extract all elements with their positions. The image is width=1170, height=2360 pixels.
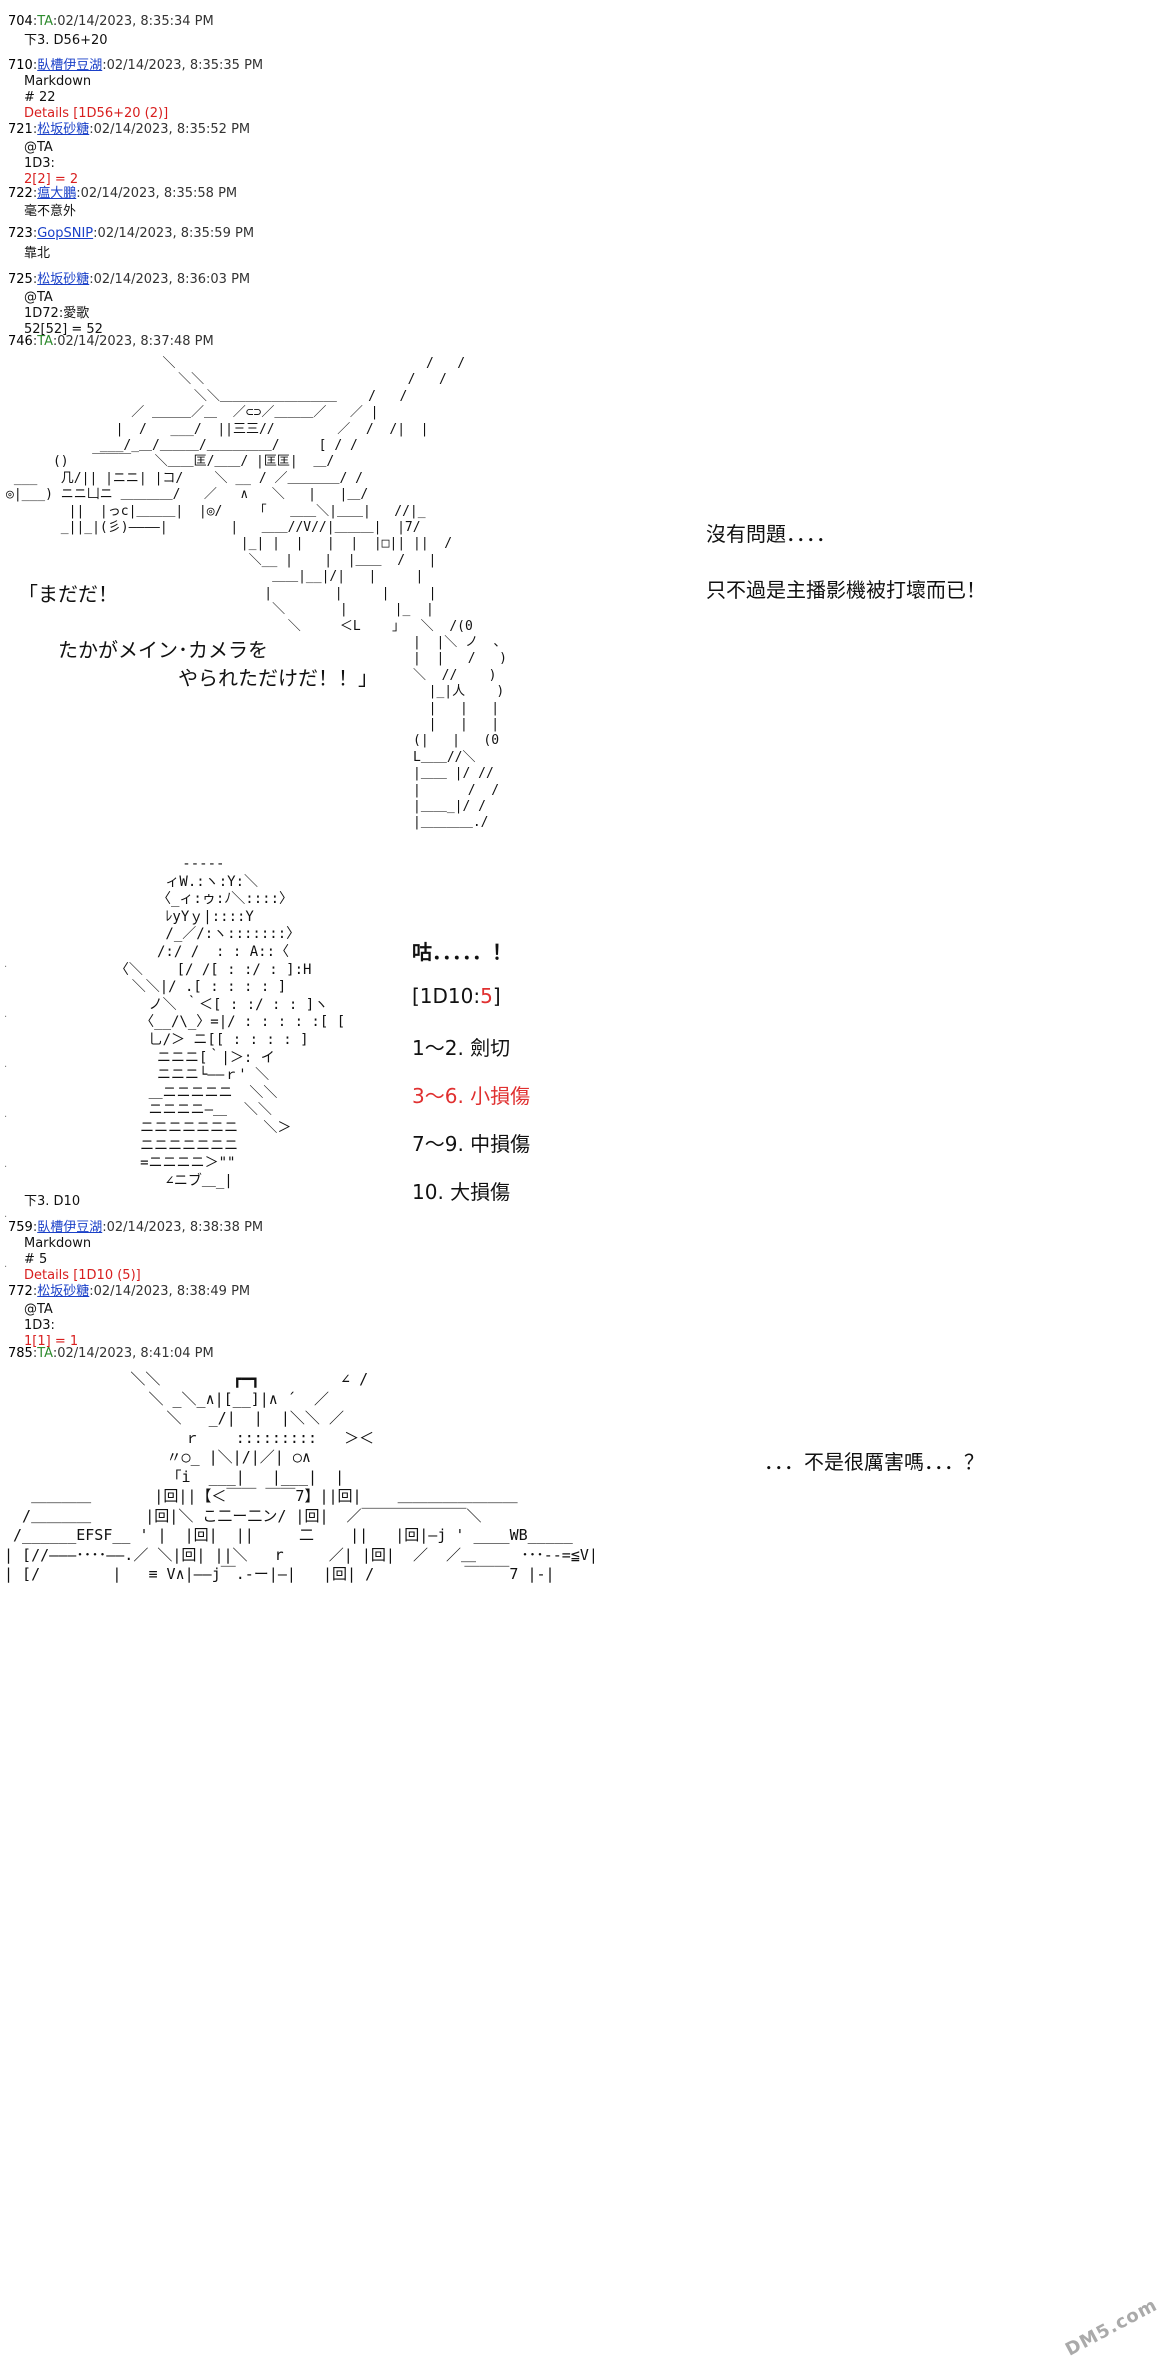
post-header-785: 785:TA:02/14/2023, 8:41:04 PM bbox=[8, 1346, 214, 1361]
dice-result: 2[2] = 2 bbox=[24, 172, 79, 187]
post-time: 02/14/2023, 8:35:58 PM bbox=[80, 186, 238, 201]
details-link[interactable]: Details [1D56+20 (2)] bbox=[24, 106, 169, 121]
post-body: Markdown # 22 Details [1D56+20 (2)] bbox=[24, 74, 168, 122]
poster-name[interactable]: TA bbox=[37, 334, 53, 349]
poster-name[interactable]: TA bbox=[37, 14, 53, 29]
margin-dots: ....... bbox=[4, 959, 8, 1270]
post-time: 02/14/2023, 8:38:49 PM bbox=[93, 1284, 251, 1299]
post-body: 毫不意外 bbox=[24, 204, 76, 220]
post-header-759: 759:臥槽伊豆湖:02/14/2023, 8:38:38 PM bbox=[8, 1220, 264, 1235]
post-header-721: 721:松坂砂糖:02/14/2023, 8:35:52 PM bbox=[8, 122, 251, 137]
post-body: 下3. D56+20 bbox=[24, 33, 108, 49]
dice-close: ] bbox=[492, 984, 501, 1008]
post-number: 785 bbox=[8, 1346, 33, 1361]
post-time: 02/14/2023, 8:41:04 PM bbox=[57, 1346, 214, 1361]
post-body: 靠北 bbox=[24, 246, 50, 262]
poster-name[interactable]: 瘟大鵬 bbox=[37, 186, 77, 201]
poster-name[interactable]: 松坂砂糖 bbox=[37, 122, 90, 137]
post-body: @TA 1D72:愛歌 52[52] = 52 bbox=[24, 290, 103, 338]
post-time: 02/14/2023, 8:35:35 PM bbox=[106, 58, 264, 73]
post-text: 靠北 bbox=[24, 246, 51, 261]
post-time: 02/14/2023, 8:37:48 PM bbox=[57, 334, 214, 349]
post-header-722: 722:瘟大鵬:02/14/2023, 8:35:58 PM bbox=[8, 186, 238, 201]
post-text: @TA 1D3: bbox=[24, 1302, 55, 1333]
post-time: 02/14/2023, 8:35:59 PM bbox=[97, 226, 255, 241]
damage-row: 1～2. 劍切 bbox=[412, 1036, 511, 1060]
post-time: 02/14/2023, 8:35:34 PM bbox=[57, 14, 214, 29]
post-text: 下3. D56+20 bbox=[24, 33, 108, 48]
post-text: Markdown # 5 bbox=[24, 1236, 92, 1267]
poster-name[interactable]: 臥槽伊豆湖 bbox=[37, 58, 103, 73]
post-time: 02/14/2023, 8:38:38 PM bbox=[106, 1220, 264, 1235]
post-number: 710 bbox=[8, 58, 33, 73]
damage-row: 10. 大損傷 bbox=[412, 1180, 511, 1204]
post-time: 02/14/2023, 8:35:52 PM bbox=[93, 122, 251, 137]
post-number: 772 bbox=[8, 1284, 33, 1299]
dice-value: 5 bbox=[480, 984, 493, 1008]
post-number: 722 bbox=[8, 186, 33, 201]
damage-row-hit: 3～6. 小損傷 bbox=[412, 1084, 531, 1108]
post-number: 723 bbox=[8, 226, 33, 241]
post-header-723: 723:GopSNIP:02/14/2023, 8:35:59 PM bbox=[8, 226, 255, 241]
post-number: 759 bbox=[8, 1220, 33, 1235]
post-number: 704 bbox=[8, 14, 33, 29]
post-text: @TA 1D72:愛歌 52[52] = 52 bbox=[24, 290, 103, 337]
mech-ascii-art: ＼＼ ┏━┓ ∠ / ＼ _＼_∧|[__]|∧ ´ ／ ＼ _/| | |＼＼… bbox=[4, 1370, 598, 1583]
speech-left: 「まだだ！ たかがメイン･カメラを やられただけだ！！」 bbox=[18, 582, 378, 690]
post-number: 721 bbox=[8, 122, 33, 137]
post-body: @TA 1D3: 2[2] = 2 bbox=[24, 140, 78, 188]
post-body: @TA 1D3: 1[1] = 1 bbox=[24, 1302, 78, 1350]
damage-row: 7～9. 中損傷 bbox=[412, 1132, 531, 1156]
dice-result: 1[1] = 1 bbox=[24, 1334, 79, 1349]
poster-name[interactable]: TA bbox=[37, 1346, 53, 1361]
post-body: 下3. D10 bbox=[24, 1194, 80, 1210]
poster-name[interactable]: 臥槽伊豆湖 bbox=[37, 1220, 103, 1235]
post-header-704: 704:TA:02/14/2023, 8:35:34 PM bbox=[8, 14, 214, 29]
dice-roll: [1D10:5] bbox=[412, 984, 530, 1032]
post-body: Markdown # 5 Details [1D10 (5)] bbox=[24, 1236, 141, 1284]
details-link[interactable]: Details [1D10 (5)] bbox=[24, 1268, 141, 1283]
post-header-710: 710:臥槽伊豆湖:02/14/2023, 8:35:35 PM bbox=[8, 58, 264, 73]
poster-name[interactable]: 松坂砂糖 bbox=[37, 272, 90, 287]
poster-name[interactable]: GopSNIP bbox=[37, 226, 94, 241]
poster-name[interactable]: 松坂砂糖 bbox=[37, 1284, 90, 1299]
post-header-746: 746:TA:02/14/2023, 8:37:48 PM bbox=[8, 334, 214, 349]
speech-right-bottom: ．．．不是很厲害嗎．．．？ bbox=[764, 1450, 984, 1474]
post-text: 毫不意外 bbox=[24, 204, 77, 219]
speech-right: 沒有問題．．．． 只不過是主播影機被打壞而已！ bbox=[706, 522, 986, 602]
dice-label: [1D10: bbox=[412, 984, 481, 1008]
post-text: Markdown # 22 bbox=[24, 74, 92, 105]
post-header-725: 725:松坂砂糖:02/14/2023, 8:36:03 PM bbox=[8, 272, 251, 287]
damage-table: 咕．．．．．！ [1D10:5] 1～2. 劍切 3～6. 小損傷 7～9. 中… bbox=[412, 936, 530, 1224]
gundam-ascii-art: ＼ / / ＼＼ / / ＼＼＿＿＿＿＿＿＿＿＿ / / ／ ＿＿＿／＿ ／⊂⊃… bbox=[6, 356, 507, 831]
post-time: 02/14/2023, 8:36:03 PM bbox=[93, 272, 251, 287]
character-ascii-art: ----- ィW.:ヽ:Y:＼ 〈_ィ:ゥ:ﾉ＼::::〉 ﾚyYｙ|::::Y… bbox=[114, 856, 346, 1189]
post-header-772: 772:松坂砂糖:02/14/2023, 8:38:49 PM bbox=[8, 1284, 251, 1299]
post-number: 725 bbox=[8, 272, 33, 287]
table-title: 咕．．．．．！ bbox=[412, 940, 512, 964]
post-text: 下3. D10 bbox=[24, 1194, 81, 1209]
post-text: @TA 1D3: bbox=[24, 140, 55, 171]
post-number: 746 bbox=[8, 334, 33, 349]
site-watermark-logo: DM5.com bbox=[1061, 2294, 1162, 2360]
